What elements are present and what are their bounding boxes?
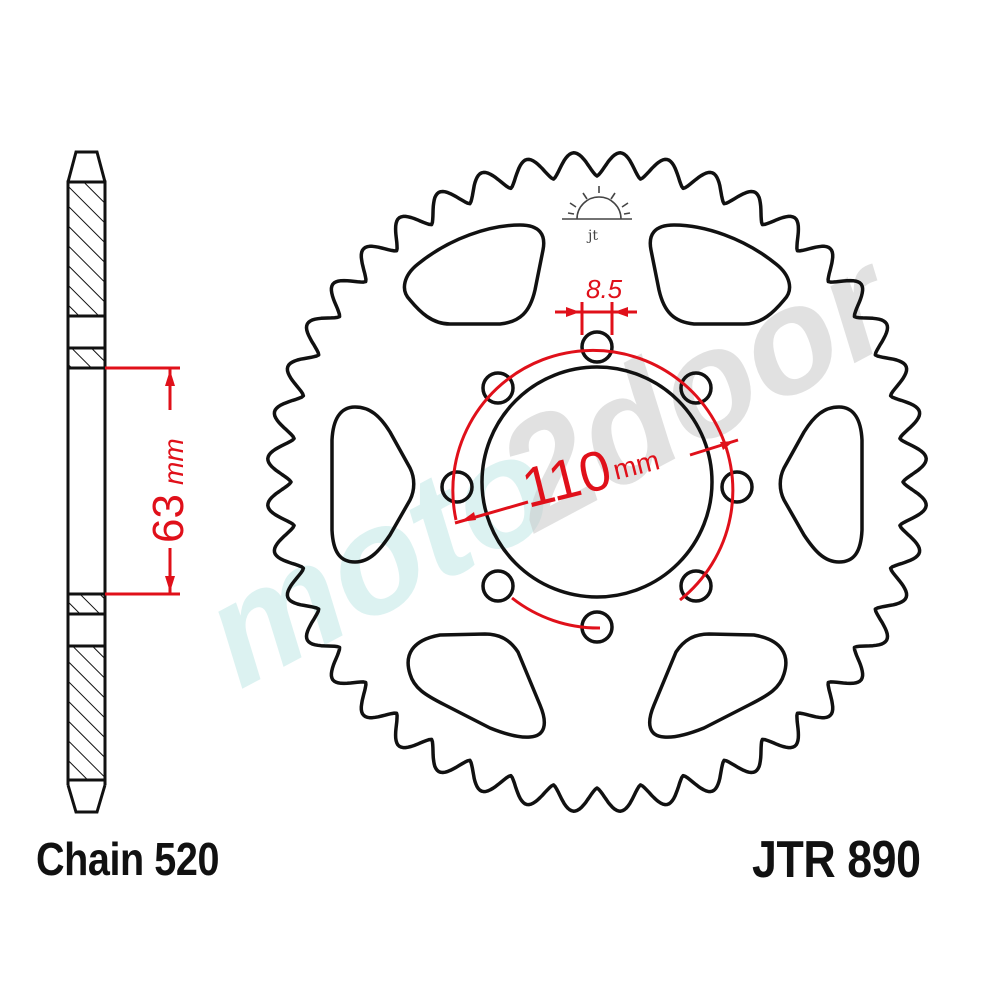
sunrise-logo-icon [562,186,632,220]
bolt-hole [440,470,474,504]
bolt-holes [440,330,754,644]
bolt-hole [679,569,713,603]
chain-size-label: Chain 520 [36,833,220,885]
center-bore [480,365,714,599]
window-left [330,405,416,564]
bolt-circle-dimension [451,348,739,630]
window-top-right [648,223,792,326]
offset-value: 63 [144,494,193,543]
bolt-hole [720,470,754,504]
side-profile [66,150,107,814]
bolt-hole [580,330,614,364]
offset-unit: mm [158,438,189,485]
window-bottom-left [406,632,547,739]
logo-text: jt [586,228,598,244]
bolt-hole-dimension [555,302,637,335]
window-bottom-right [647,632,788,739]
lightening-windows [330,223,864,739]
bolt-hole [679,371,713,405]
offset-dimension [105,366,180,596]
bolt-hole [481,569,515,603]
sprocket-teeth-outline [266,151,928,813]
bolt-hole-value: 8.5 [586,274,623,304]
bolt-hole [481,371,515,405]
window-top-left [402,223,546,326]
part-number-label: JTR 890 [752,831,921,889]
window-right [778,405,864,564]
